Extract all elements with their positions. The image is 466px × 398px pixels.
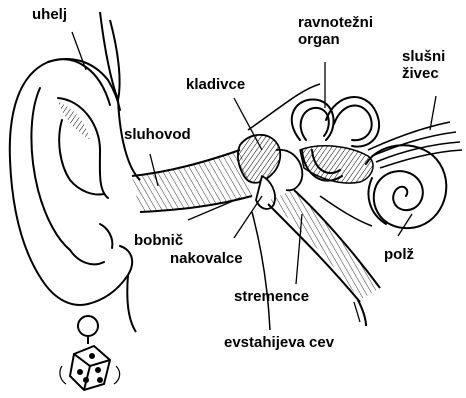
label-evstahijeva-cev: evstahijeva cev bbox=[224, 334, 334, 351]
vestibule bbox=[300, 146, 373, 183]
label-nakovalce: nakovalce bbox=[170, 250, 243, 267]
label-polz: polž bbox=[384, 246, 414, 263]
pinna-shading bbox=[58, 102, 90, 140]
label-ravnotezni-organ: ravnotežni organ bbox=[298, 14, 373, 48]
leader-polz bbox=[398, 214, 412, 236]
cochlea bbox=[366, 145, 446, 228]
label-slusni-zivec: slušni živec bbox=[402, 48, 445, 82]
label-stremence: stremence bbox=[234, 288, 309, 305]
leader-evstahijeva bbox=[354, 302, 360, 322]
earring bbox=[60, 316, 120, 390]
auditory-nerve bbox=[368, 122, 462, 168]
leader-uhelj bbox=[72, 32, 86, 70]
ear-canal bbox=[132, 150, 252, 212]
pinna bbox=[10, 59, 132, 305]
label-sluhovod: sluhovod bbox=[124, 126, 191, 143]
eustachian-tube bbox=[268, 190, 380, 326]
label-uhelj: uhelj bbox=[32, 6, 67, 23]
leader-nakovalce bbox=[234, 196, 262, 238]
label-bobnic: bobnič bbox=[134, 232, 183, 249]
label-kladivce: kladivce bbox=[186, 76, 245, 93]
